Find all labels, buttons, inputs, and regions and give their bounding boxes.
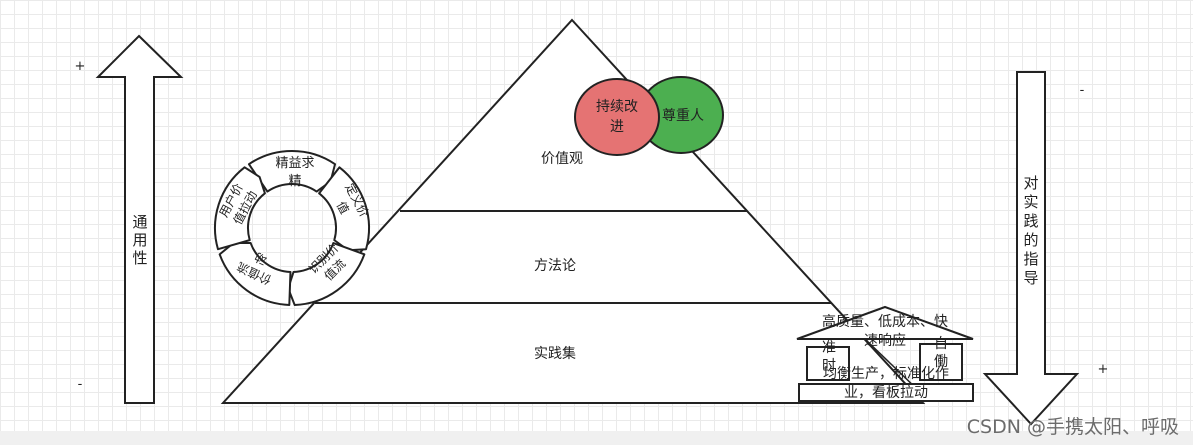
- cycle-segment-flow: [218, 242, 292, 306]
- lean-pyramid: 价值观 方法论 实践集: [220, 18, 926, 404]
- continuous-improvement-label-2: 进: [610, 119, 624, 135]
- guidance-label-5: 指: [1023, 250, 1038, 268]
- guidance-top-sign: -: [1080, 83, 1085, 98]
- generality-label-2: 用: [132, 231, 147, 249]
- cycle-segment-pull: [214, 166, 266, 251]
- house-base-text-1: 均衡生产，标准化作: [823, 366, 949, 382]
- generality-label-3: 性: [132, 249, 147, 267]
- guidance-label-3: 践: [1023, 212, 1038, 230]
- pillar-continuous-improvement: 持续改 进: [574, 78, 660, 156]
- pyramid-level-values: 价值观: [541, 151, 583, 167]
- guidance-label-2: 实: [1023, 193, 1038, 211]
- pyramid-level-methodology: 方法论: [534, 258, 576, 274]
- house-base-text-2: 业，看板拉动: [844, 385, 928, 401]
- generality-top-sign: +: [75, 59, 86, 74]
- respect-people-label: 尊重人: [662, 107, 704, 124]
- lean-house: 高质量、低成本、快 速响应 准 时 自 働 均衡生产，标准化作 业，看板拉动: [796, 305, 974, 402]
- guidance-label-1: 对: [1023, 174, 1038, 192]
- house-right-pillar-text-1: 自: [934, 336, 948, 352]
- cycle-segment-identify: [287, 242, 366, 306]
- house-left-pillar-text-1: 准: [822, 340, 836, 356]
- guidance-label-6: 导: [1023, 269, 1038, 287]
- guidance-arrow: 对 实 践 的 指 导: [982, 71, 1080, 426]
- guidance-bottom-sign: +: [1098, 362, 1109, 377]
- generality-arrow: 通 用 性: [95, 34, 184, 404]
- generality-label-1: 通: [132, 213, 147, 231]
- cycle-segment-top: [247, 150, 337, 193]
- guidance-label-4: 的: [1023, 231, 1038, 249]
- generality-bottom-sign: -: [78, 377, 83, 392]
- house-roof-text-2: 速响应: [864, 332, 906, 349]
- cycle-segment-text-top-1: 精益求: [275, 156, 314, 171]
- bottom-strip: [0, 431, 1193, 445]
- continuous-improvement-label-1: 持续改: [596, 98, 638, 115]
- cycle-segment-text-top-2: 精: [288, 174, 301, 189]
- pyramid-level-practices: 实践集: [534, 345, 576, 362]
- house-right-pillar-text-2: 働: [934, 354, 948, 370]
- cycle-segment-define: [318, 166, 370, 252]
- csdn-watermark: CSDN @手携太阳、呼吸: [966, 416, 1179, 438]
- house-left-pillar-text-2: 时: [822, 358, 836, 374]
- cycle-segment-text-flow-2: 动: [253, 250, 270, 268]
- house-roof-text-1: 高质量、低成本、快: [822, 313, 948, 330]
